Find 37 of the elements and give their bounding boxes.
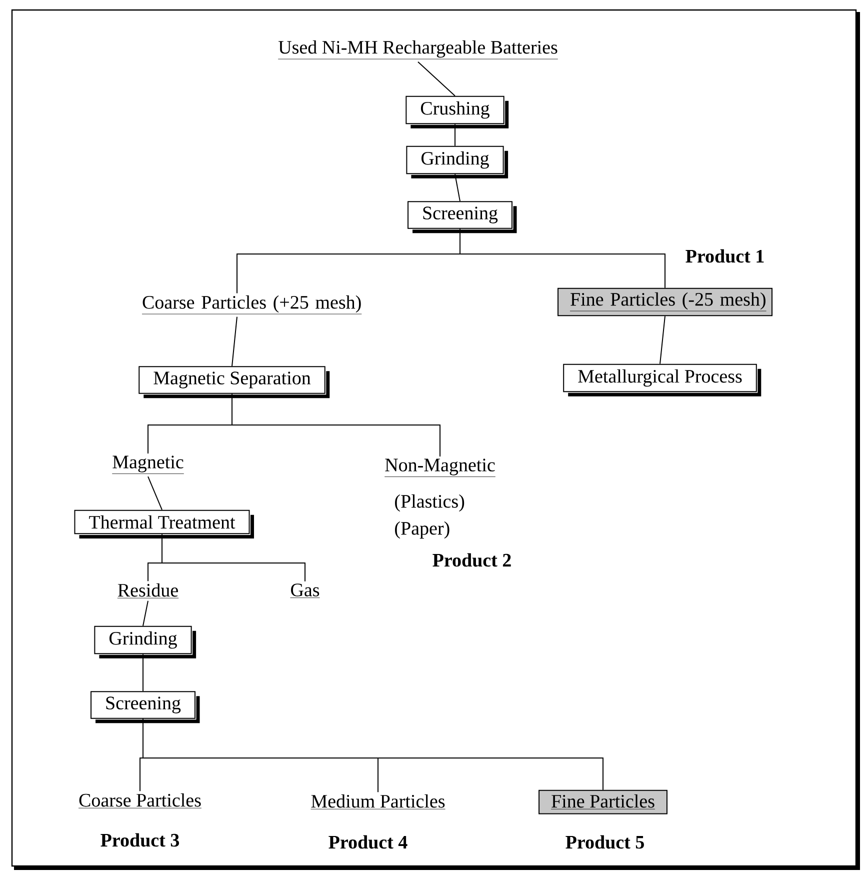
process-box: Grinding	[94, 626, 196, 658]
stream-label: Used Ni-MH Rechargeable Batteries	[278, 40, 558, 60]
connector-line	[148, 476, 162, 510]
process-box: Screening	[90, 691, 200, 724]
connector-line	[660, 316, 666, 364]
material-label: (Plastics)	[395, 494, 464, 512]
product-label: Product 1	[686, 249, 764, 263]
stream-label: Non-Magnetic	[384, 458, 496, 477]
process-box: Thermal Treatment	[74, 510, 254, 538]
stream-label: Magnetic	[112, 456, 184, 474]
connector-line	[460, 228, 666, 288]
process-box: Screening	[408, 201, 517, 234]
process-box: Crushing	[406, 96, 509, 128]
stream-label: Coarse Particles (+25 mesh)	[142, 295, 362, 314]
stream-label: Medium Particles	[310, 794, 446, 810]
product-box: Fine Particles	[538, 790, 668, 814]
connector-line	[454, 174, 460, 202]
product-label: Product 5	[566, 835, 644, 849]
connector-line	[142, 600, 148, 626]
stream-label: Gas	[290, 584, 320, 598]
stream-label: Residue	[117, 583, 179, 598]
material-label: (Paper)	[395, 521, 450, 539]
connector-line	[142, 654, 144, 692]
product-box: Fine Particles (-25 mesh)	[558, 288, 772, 316]
product-label: Product 2	[432, 553, 511, 567]
product-label: Product 3	[100, 833, 179, 847]
connector-line	[162, 534, 306, 582]
connector-line	[142, 718, 604, 790]
connector-line	[232, 316, 238, 367]
connector-line	[418, 61, 456, 96]
stream-label: Coarse Particles	[78, 793, 202, 808]
process-box: Metallurgical Process	[563, 364, 762, 396]
connector-line	[454, 124, 456, 146]
product-label: Product 4	[328, 835, 408, 849]
process-box: Magnetic Separation	[138, 366, 330, 398]
process-box: Grinding	[406, 146, 508, 178]
connector-line	[232, 393, 440, 457]
